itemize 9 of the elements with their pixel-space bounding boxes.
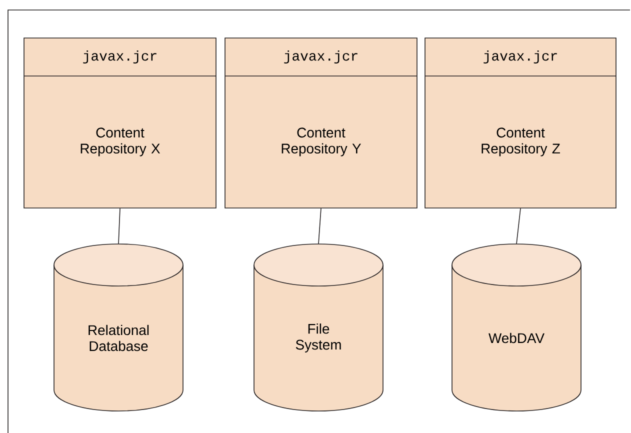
connector-line <box>118 208 120 244</box>
connector-line <box>318 208 322 244</box>
database-cylinder: Relational Database <box>54 244 184 412</box>
repository-box: javax.jcr Content Repository X <box>24 38 216 208</box>
connector-line <box>516 208 521 244</box>
database-cylinder: File System <box>254 244 384 412</box>
repository-box: javax.jcr Content Repository Y <box>224 38 418 208</box>
repository-box: javax.jcr Content Repository Z <box>424 38 616 208</box>
database-cylinder: WebDAV <box>452 244 582 412</box>
